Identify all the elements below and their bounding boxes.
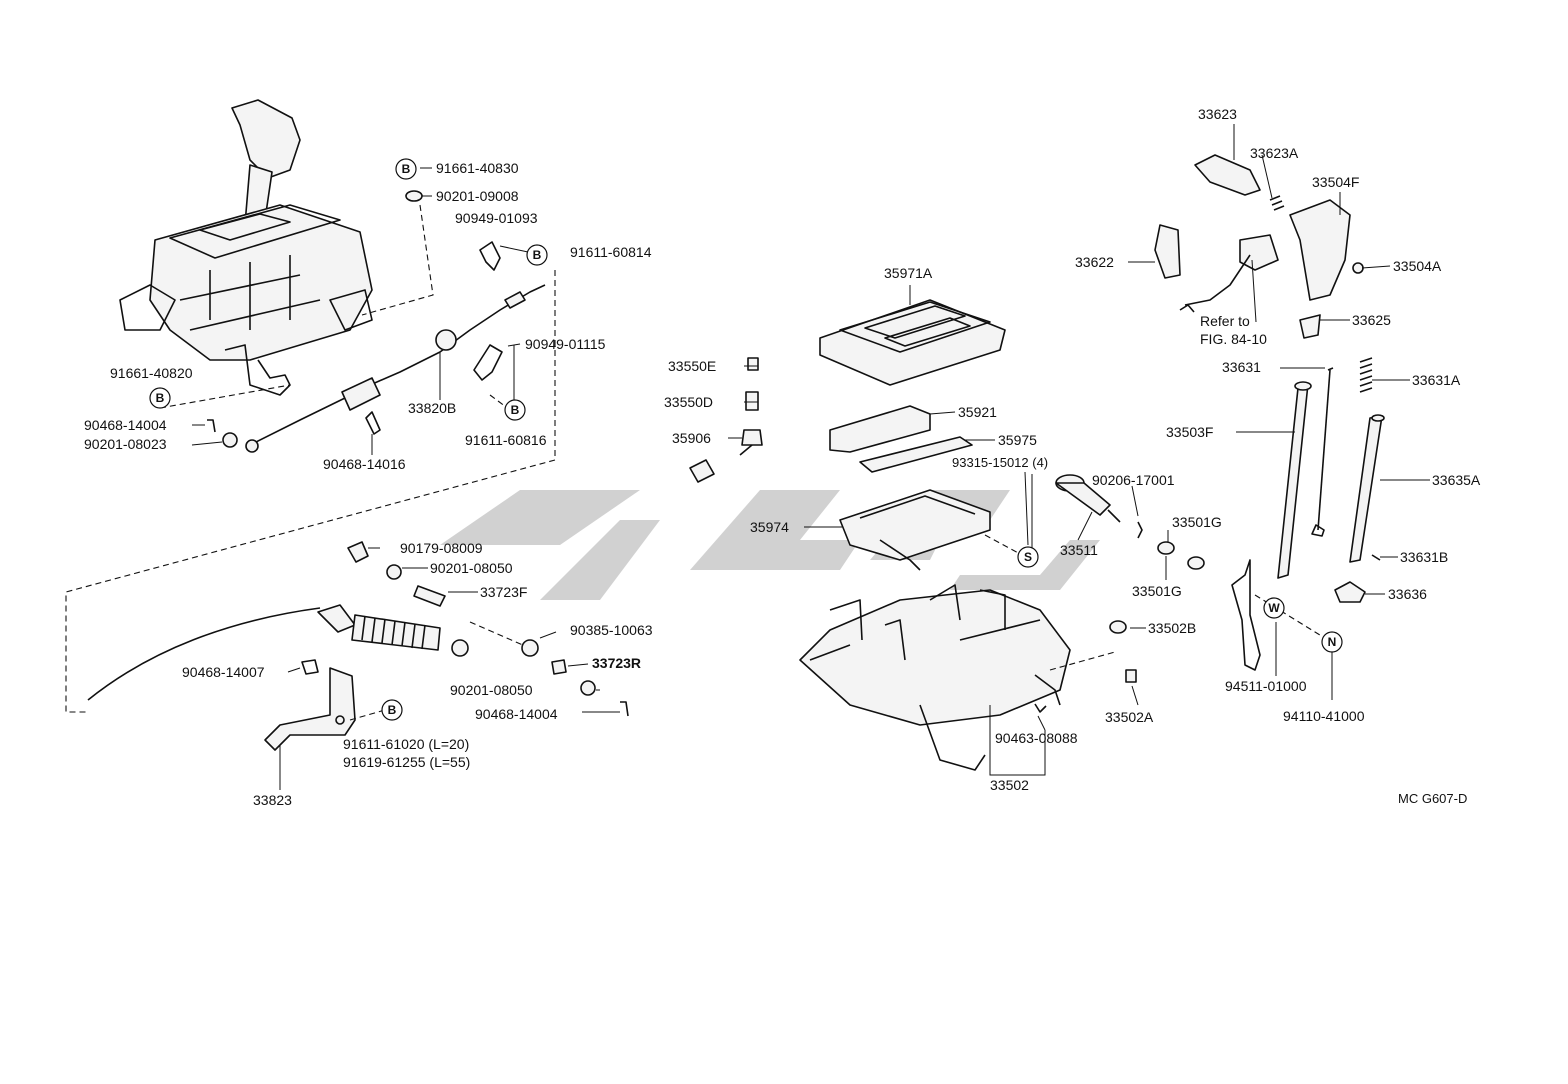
badge-b-5: B: [381, 699, 403, 721]
badge-b-1: B: [395, 158, 417, 180]
label-33820B: 33820B: [408, 400, 456, 416]
label-90201-08050-b: 90201-08050: [450, 682, 533, 698]
label-94511-01000: 94511-01000: [1225, 678, 1307, 694]
badge-b-2: B: [526, 244, 548, 266]
badge-b-4: B: [504, 399, 526, 421]
label-91661-40820: 91661-40820: [110, 365, 193, 381]
label-90385-10063: 90385-10063: [570, 622, 653, 638]
lamp-socket-drawing: [689, 357, 763, 483]
label-33635A: 33635A: [1432, 472, 1481, 488]
label-33501G-b: 33501G: [1132, 583, 1182, 599]
badge-w: W: [1263, 597, 1285, 619]
indicator-housing-drawing: [819, 299, 1006, 386]
svg-text:B: B: [388, 703, 397, 717]
label-35971A: 35971A: [884, 265, 933, 281]
svg-text:B: B: [511, 403, 520, 417]
label-90468-14007: 90468-14007: [182, 664, 265, 680]
label-90468-14004-b: 90468-14004: [475, 706, 558, 722]
label-91611-60816: 91611-60816: [465, 432, 547, 448]
label-90206-17001: 90206-17001: [1092, 472, 1175, 488]
label-33631: 33631: [1222, 359, 1261, 375]
label-33511: 33511: [1060, 542, 1098, 558]
label-35975: 35975: [998, 432, 1037, 448]
label-90201-08050-a: 90201-08050: [430, 560, 513, 576]
clips-upper-drawing: [207, 190, 503, 448]
label-90201-08023: 90201-08023: [84, 436, 167, 452]
label-90463-08088: 90463-08088: [995, 730, 1078, 746]
label-91661-40830: 91661-40830: [436, 160, 519, 176]
shift-cable-upper-drawing: [245, 284, 546, 453]
svg-text:B: B: [156, 391, 165, 405]
indicator-plate-drawing: [829, 405, 973, 473]
label-33631B: 33631B: [1400, 549, 1448, 565]
label-90468-14004-a: 90468-14004: [84, 417, 167, 433]
badge-n: N: [1321, 631, 1343, 653]
shift-cable-lower-drawing: [87, 604, 469, 701]
label-91619-61255: 91619-61255 (L=55): [343, 754, 470, 770]
label-35974: 35974: [750, 519, 789, 535]
svg-text:B: B: [402, 162, 411, 176]
label-refer-line1: Refer to: [1200, 313, 1250, 329]
label-33625: 33625: [1352, 312, 1391, 328]
label-33723F: 33723F: [480, 584, 527, 600]
label-33623: 33623: [1198, 106, 1237, 122]
label-33503F: 33503F: [1166, 424, 1213, 440]
watermark-logo: [440, 490, 1100, 600]
badge-s: S: [1017, 546, 1039, 568]
label-33501G-a: 33501G: [1172, 514, 1222, 530]
lower-small-parts-drawing: [301, 541, 629, 717]
svg-text:N: N: [1328, 635, 1337, 649]
label-35921: 35921: [958, 404, 997, 420]
svg-text:S: S: [1024, 550, 1032, 564]
shift-knob-drawing: [1154, 154, 1364, 339]
label-90201-09008: 90201-09008: [436, 188, 519, 204]
label-33502: 33502: [990, 777, 1029, 793]
label-90468-14016: 90468-14016: [323, 456, 406, 472]
svg-text:B: B: [533, 248, 542, 262]
assembly-boundary-dashed: [65, 270, 556, 713]
badge-b-3: B: [149, 387, 171, 409]
label-33502B: 33502B: [1148, 620, 1196, 636]
label-93315-15012: 93315-15012 (4): [952, 455, 1048, 470]
svg-text:W: W: [1268, 601, 1280, 615]
bushing-33511-drawing: [1034, 474, 1143, 713]
label-refer-line2: FIG. 84-10: [1200, 331, 1267, 347]
bracket-33823-drawing: [264, 667, 356, 751]
label-33502A: 33502A: [1105, 709, 1154, 725]
label-91611-60814: 91611-60814: [570, 244, 652, 260]
label-91611-61020: 91611-61020 (L=20): [343, 736, 469, 752]
label-90179-08009: 90179-08009: [400, 540, 483, 556]
label-33636: 33636: [1388, 586, 1427, 602]
label-33504F: 33504F: [1312, 174, 1359, 190]
label-33723R: 33723R: [592, 655, 641, 671]
label-90949-01115: 90949-01115: [525, 336, 606, 352]
figure-code: MC G607-D: [1398, 791, 1467, 806]
part-labels: 91661-40830 90201-09008 90949-01093 9161…: [84, 106, 1481, 808]
label-33550D: 33550D: [664, 394, 713, 410]
label-90949-01093: 90949-01093: [455, 210, 538, 226]
shift-lever-assembly-drawing: [119, 99, 373, 396]
label-33823: 33823: [253, 792, 292, 808]
label-33504A: 33504A: [1393, 258, 1442, 274]
label-33631A: 33631A: [1412, 372, 1461, 388]
shift-lever-base-33502-drawing: [799, 584, 1071, 771]
label-33622: 33622: [1075, 254, 1114, 270]
shift-rods-drawing: [1157, 357, 1385, 671]
position-plate-35974-drawing: [839, 489, 991, 571]
label-33550E: 33550E: [668, 358, 716, 374]
label-94110-41000: 94110-41000: [1283, 708, 1365, 724]
leader-lines: [191, 124, 1430, 790]
label-35906: 35906: [672, 430, 711, 446]
label-33623A: 33623A: [1250, 145, 1299, 161]
